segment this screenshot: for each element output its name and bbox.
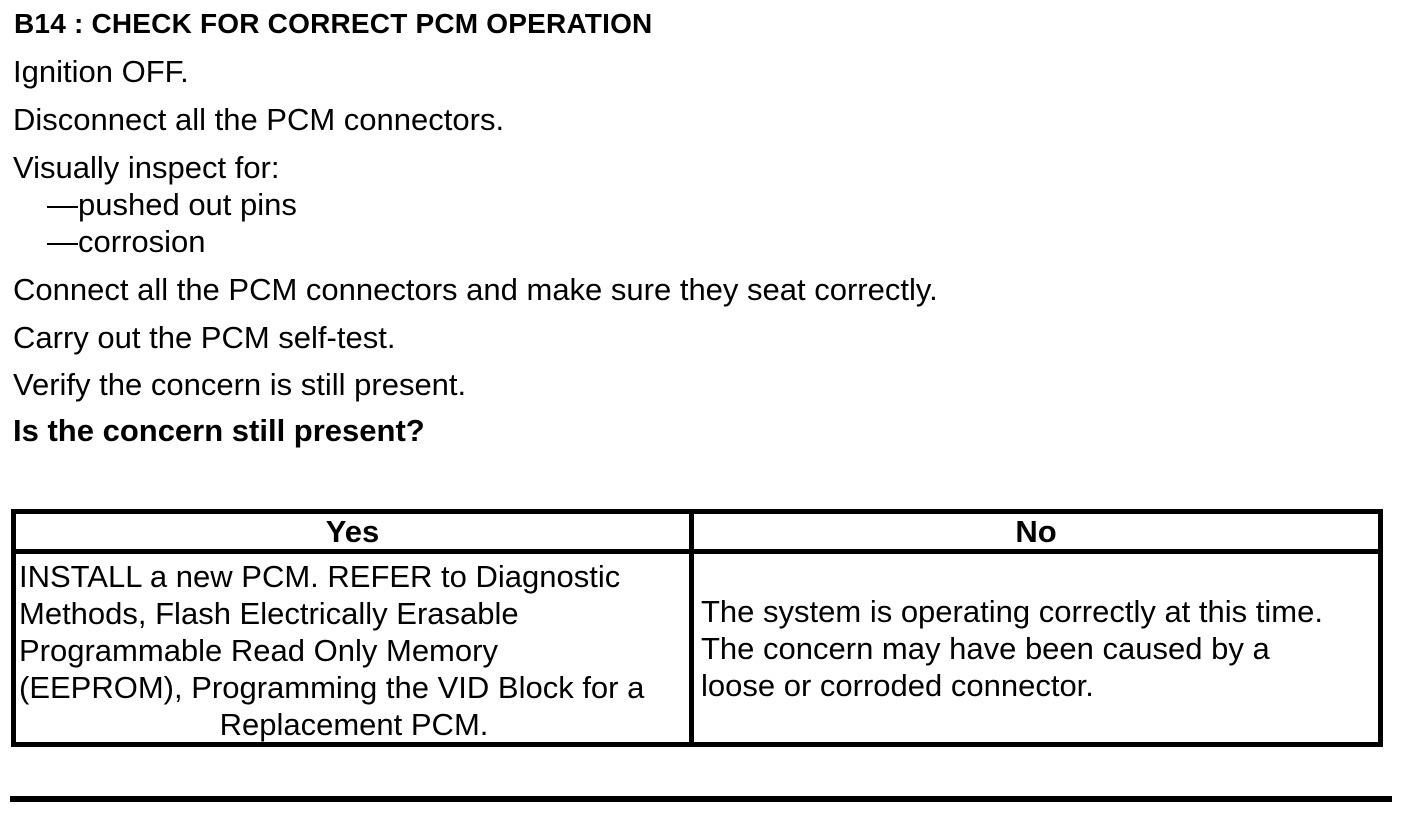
page-bottom-divider [10,796,1392,802]
no-action-line: loose or corroded connector. [701,667,1094,703]
procedure-step: Visually inspect for: [13,150,280,185]
yes-no-result-table: Yes No INSTALL a new PCM. REFER to Diagn… [11,509,1383,747]
yes-action-line: Replacement PCM. [219,707,489,742]
inspection-list-item: —corrosion [47,224,206,259]
inspection-list-item: —pushed out pins [47,187,297,222]
no-action-line: The concern may have been caused by a [701,630,1270,666]
yes-column-header: Yes [16,514,694,549]
procedure-step: Ignition OFF. [13,54,189,89]
yes-action-line: Programmable Read Only Memory [19,633,498,668]
decision-question: Is the concern still present? [13,413,425,448]
procedure-step: Carry out the PCM self-test. [13,320,396,355]
procedure-step: Connect all the PCM connectors and make … [13,272,938,307]
procedure-step: Verify the concern is still present. [13,367,467,402]
result-table-header-row: Yes No [16,514,1378,554]
test-step-title: B14 : CHECK FOR CORRECT PCM OPERATION [14,8,653,39]
yes-action-line: Methods, Flash Electrically Erasable [19,596,519,631]
no-action-line: The system is operating correctly at thi… [701,593,1323,629]
yes-action-line: INSTALL a new PCM. REFER to Diagnostic [19,559,621,594]
no-action-cell: The system is operating correctly at thi… [694,554,1378,742]
procedure-step: Disconnect all the PCM connectors. [13,102,505,137]
yes-action-line: (EEPROM), Programming the VID Block for … [19,670,645,705]
yes-action-cell: INSTALL a new PCM. REFER to Diagnostic M… [16,554,694,742]
result-table-body-row: INSTALL a new PCM. REFER to Diagnostic M… [16,554,1378,742]
no-column-header: No [1015,514,1057,549]
